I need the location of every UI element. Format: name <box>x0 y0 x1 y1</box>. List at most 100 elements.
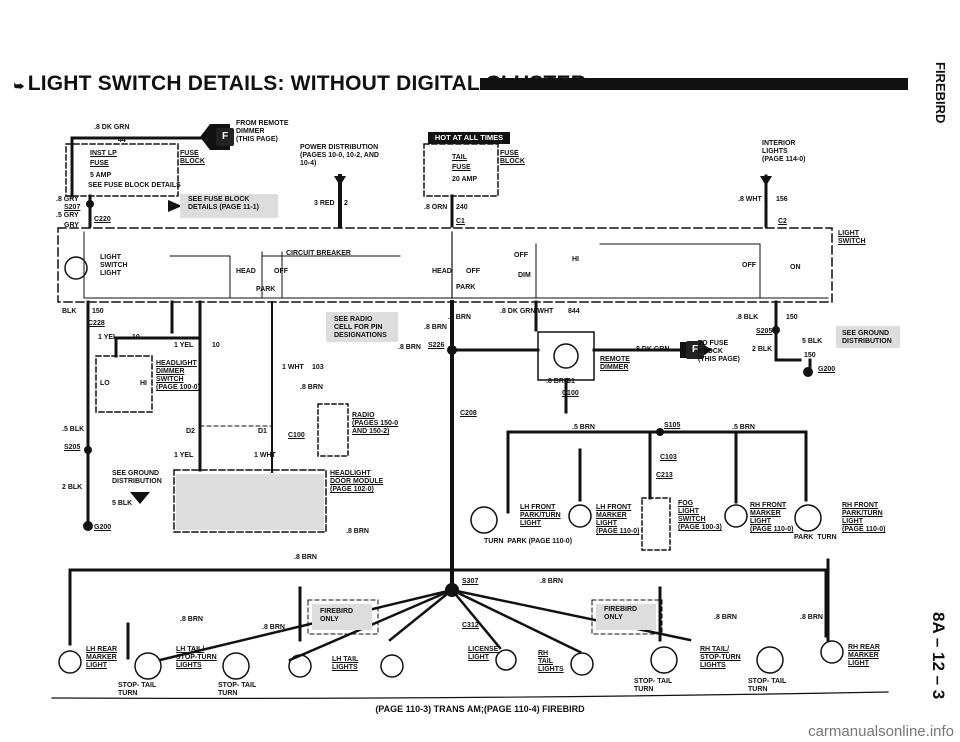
arrow-see-fuse-block <box>168 200 182 212</box>
wire-label-blk-5: .5 BLK <box>62 426 85 433</box>
wire-label-gry: GRY <box>64 222 79 229</box>
wire-label-103: 103 <box>312 364 324 371</box>
head-label-left: HEAD <box>236 268 256 275</box>
lamp-rh-front-marker <box>724 504 748 528</box>
inst-amp-label: 5 AMP <box>90 172 112 179</box>
lamp-lh-front-marker <box>568 504 592 528</box>
see-ground-distribution-left: SEE GROUND DISTRIBUTION <box>112 470 162 485</box>
inst-lp-fuse-box <box>65 143 179 197</box>
ground-g200-right <box>803 367 813 377</box>
lamp-license <box>495 649 517 671</box>
park-turn-rh-label: PARK TURN <box>794 534 837 541</box>
headlight-door-module-box <box>173 469 327 533</box>
tail-fuse-fuse-label: FUSE <box>452 164 471 171</box>
wire-label-844: 844 <box>568 308 580 315</box>
pin-label-b1: B1 <box>566 378 575 385</box>
see-radio-label: SEE RADIO CELL FOR PIN DESIGNATIONS <box>334 316 387 339</box>
fog-light-switch-label: FOG LIGHT SWITCH (PAGE 100-3) <box>678 500 722 531</box>
wire-label-gry-8: .8 GRY <box>56 196 79 203</box>
hi-label: HI <box>140 380 147 387</box>
rh-front-marker-label: RH FRONT MARKER LIGHT (PAGE 110-0) <box>750 502 794 533</box>
wire-label-dk-grn: .8 DK GRN <box>94 124 130 131</box>
wire-label-brn-s307: .8 BRN <box>540 578 563 585</box>
firebird-only-box-right <box>591 599 663 635</box>
radio-box <box>317 403 349 457</box>
firebird-only-left: FIREBIRD ONLY <box>320 608 354 623</box>
wire-9-brn-rear-harness <box>68 568 828 646</box>
lh-rear-marker-label: LH REAR MARKER LIGHT <box>86 646 118 669</box>
wire-44-dk-grn <box>70 136 222 198</box>
lh-tail-stop-turn-label: LH TAIL/ STOP-TURN LIGHTS <box>176 646 217 669</box>
watermark: carmanualsonline.info <box>808 723 954 740</box>
wire-label-brn-harness: .8 BRN <box>294 554 317 561</box>
wire-label-brn-b1: .8 BRN <box>546 378 569 385</box>
light-switch-light-label: LIGHT SWITCH LIGHT <box>100 254 128 277</box>
wire-label-yel-left: 1 YEL <box>98 334 118 341</box>
connector-c220: C220 <box>94 216 111 223</box>
off-label-dim: OFF <box>514 252 528 259</box>
stop-turn-tail-label-2: STOP- TAIL TURN <box>218 682 257 697</box>
dim-label: DIM <box>518 272 531 279</box>
ground-label-g200-right: G200 <box>818 366 836 373</box>
wire-label-brn-9: .8 BRN <box>300 384 323 391</box>
firebird-only-right: FIREBIRD ONLY <box>604 606 638 621</box>
lamp-lh-tail-2 <box>380 654 404 678</box>
wire-label-dk-grn-wht: .8 DK GRN/WHT <box>500 308 554 315</box>
wire-label-orn: .8 ORN <box>424 204 448 211</box>
tail-fuse-box <box>423 143 499 197</box>
splice-s205-right <box>772 326 780 334</box>
splice-s226 <box>447 345 457 355</box>
wire-label-gry-5: .5 GRY <box>56 212 79 219</box>
splice-s307 <box>445 583 459 597</box>
inst-fuse-label: FUSE <box>90 160 109 167</box>
pin-label-d1: D1 <box>258 428 267 435</box>
remote-dimmer-label: REMOTE DIMMER <box>600 356 630 371</box>
lh-front-park-turn-label: LH FRONT PARK/TURN LIGHT <box>520 504 561 527</box>
wire-label-2-blk: 2 BLK <box>752 346 773 353</box>
tail-fuse-label: TAIL <box>452 154 468 161</box>
wire-label-brn-rh-marker: .8 BRN <box>800 614 823 621</box>
wire-label-5-blk: 5 BLK <box>802 338 823 345</box>
rh-front-park-turn-label: RH FRONT PARK/TURN LIGHT (PAGE 110-0) <box>842 502 886 533</box>
circuit-breaker-label: CIRCUIT BREAKER <box>286 250 351 257</box>
wire-label-156: 156 <box>776 196 788 203</box>
wire-label-wht: .8 WHT <box>738 196 762 203</box>
wire-label-150-right: 150 <box>786 314 798 321</box>
headlight-door-module-label: HEADLIGHT DOOR MODULE (PAGE 102-0) <box>330 470 384 493</box>
splice-label-s226: S226 <box>428 342 445 349</box>
rh-tail-lights-label: RH TAIL LIGHTS <box>538 650 564 673</box>
turn-park-lh-label: TURN PARK (PAGE 110-0) <box>484 538 573 545</box>
lh-front-marker-label: LH FRONT MARKER LIGHT (PAGE 110-0) <box>596 504 640 535</box>
wire-label-yel-lower: 1 YEL <box>174 452 194 459</box>
fuse-block-label-right: FUSE BLOCK <box>500 150 525 165</box>
wire-label-3-red: 3 RED <box>314 200 335 207</box>
f-connector-badge: F <box>216 128 234 146</box>
lamp-rh-tail-stop-left <box>650 646 678 674</box>
wire-label-brn-s105-right: .5 BRN <box>732 424 755 431</box>
wire-label-brn-a: .8 BRN <box>424 324 447 331</box>
wire-label-brn-s226: .8 BRN <box>398 344 421 351</box>
off-label-mid: OFF <box>466 268 480 275</box>
remote-dimmer-box <box>537 331 595 381</box>
wire-label-5-blk-left: 5 BLK <box>112 500 133 507</box>
lamp-lh-tail-stop-left <box>134 652 162 680</box>
connector-c100-left: C100 <box>288 432 305 439</box>
pin-label-d2: D2 <box>186 428 195 435</box>
light-switch-frame <box>57 227 833 303</box>
interior-lights-label: INTERIOR LIGHTS (PAGE 114-0) <box>762 140 806 163</box>
connector-c213: C213 <box>656 472 673 479</box>
wire-10-yel <box>170 300 202 472</box>
stop-turn-tail-label-1: STOP- TAIL TURN <box>118 682 157 697</box>
lamp-lh-rear-marker <box>58 650 82 674</box>
ground-label-g200: G200 <box>94 524 112 531</box>
f-connector-badge-right: F <box>686 341 704 359</box>
splice-label-s307: S307 <box>462 578 479 585</box>
wire-label-2-blk-left: 2 BLK <box>62 484 83 491</box>
lamp-lh-front-park-turn <box>470 506 498 534</box>
connector-c1: C1 <box>456 218 465 225</box>
head-label-mid: HEAD <box>432 268 452 275</box>
inst-lp-label: INST LP <box>90 150 117 157</box>
park-label-mid: PARK <box>456 284 476 291</box>
to-fuse-block-label: TO FUSE BLOCK (THIS PAGE) <box>698 340 740 363</box>
splice-s105 <box>656 428 664 436</box>
